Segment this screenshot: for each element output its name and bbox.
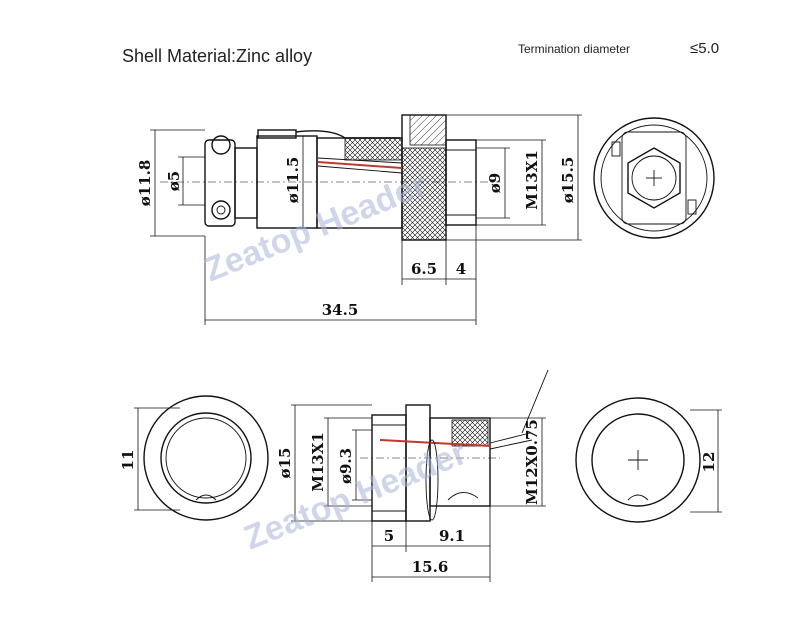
dim-d15-5: ø15.5	[559, 157, 577, 204]
dim-12: 12	[700, 452, 718, 473]
top-side-view: ø11.8 ø5 ø11.5 ø9 M13X1 ø15.5 6.5 4 34.5	[136, 114, 582, 325]
dim-thread-m13x1-bottom: M13X1	[309, 432, 327, 492]
body-section-1	[234, 147, 258, 219]
dim-d9: ø9	[486, 173, 504, 193]
termination-diameter-value: ≤5.0	[690, 40, 720, 57]
termination-diameter-label: Termination diameter	[518, 42, 631, 56]
dim-d9-3: ø9.3	[337, 448, 355, 484]
left-lug	[204, 139, 236, 227]
dim-6-5: 6.5	[411, 260, 437, 278]
dim-d11-8: ø11.8	[136, 160, 154, 207]
watermark-bottom: Zeatop Header	[239, 434, 472, 558]
title-shell-material: Shell Material:Zinc alloy	[122, 46, 313, 66]
bottom-left-circle-view: 11	[119, 395, 269, 521]
dim-11: 11	[119, 450, 137, 471]
dim-5: 5	[384, 527, 394, 545]
dim-thread-m13x1: M13X1	[523, 150, 541, 210]
dim-34-5: 34.5	[322, 301, 359, 319]
red-wire-bottom	[379, 439, 491, 447]
top-end-view	[593, 117, 715, 239]
front-body	[429, 417, 491, 507]
dim-15-6: 15.6	[412, 558, 449, 576]
dim-4: 4	[456, 260, 466, 278]
dim-d15: ø15	[276, 448, 294, 479]
bottom-right-circle-view: 12	[575, 397, 722, 523]
front-thread	[445, 139, 477, 226]
dim-d5: ø5	[165, 171, 183, 191]
solder-cup-top	[211, 135, 231, 155]
dim-9-1: 9.1	[439, 527, 465, 545]
cable-sheath	[295, 130, 400, 139]
red-wire	[317, 161, 403, 169]
solder-cup-bottom	[211, 200, 231, 220]
bottom-side-view: ø15 M13X1 ø9.3 M12X0.75 5 9.1 15.6	[276, 369, 549, 582]
dim-d11-5: ø11.5	[284, 157, 302, 204]
dim-m12x0-75: M12X0.75	[523, 419, 541, 505]
